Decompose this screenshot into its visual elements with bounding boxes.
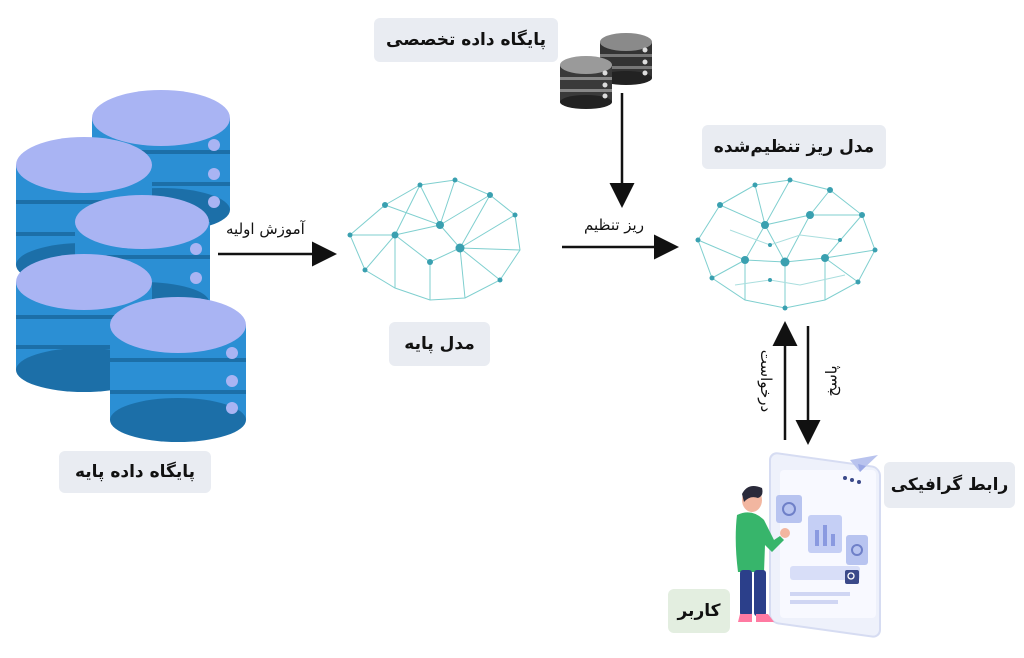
label-finetuned-model: مدل ریز تنظیم‌شده — [702, 125, 886, 169]
paper-plane-icon — [850, 455, 878, 472]
label-base-db: پایگاه داده پایه — [59, 451, 211, 493]
database-stack-icon — [16, 90, 246, 442]
edge-label-response: پاسخ — [822, 365, 841, 397]
label-gui: رابط گرافیکی — [884, 462, 1015, 508]
dashboard-icon — [769, 452, 881, 638]
label-base-model: مدل پایه — [389, 322, 490, 366]
label-user: کاربر — [668, 589, 730, 633]
edge-label-finetuning: ریز تنظیم — [584, 216, 644, 234]
neural-network-icon — [349, 179, 521, 301]
person-icon — [735, 486, 790, 622]
server-icon — [560, 33, 652, 109]
edge-label-request: درخواست — [757, 349, 776, 413]
edge-label-pretraining: آموزش اولیه — [226, 220, 305, 238]
label-expert-db: پایگاه داده تخصصی — [374, 18, 558, 62]
neural-network-icon — [697, 179, 876, 309]
